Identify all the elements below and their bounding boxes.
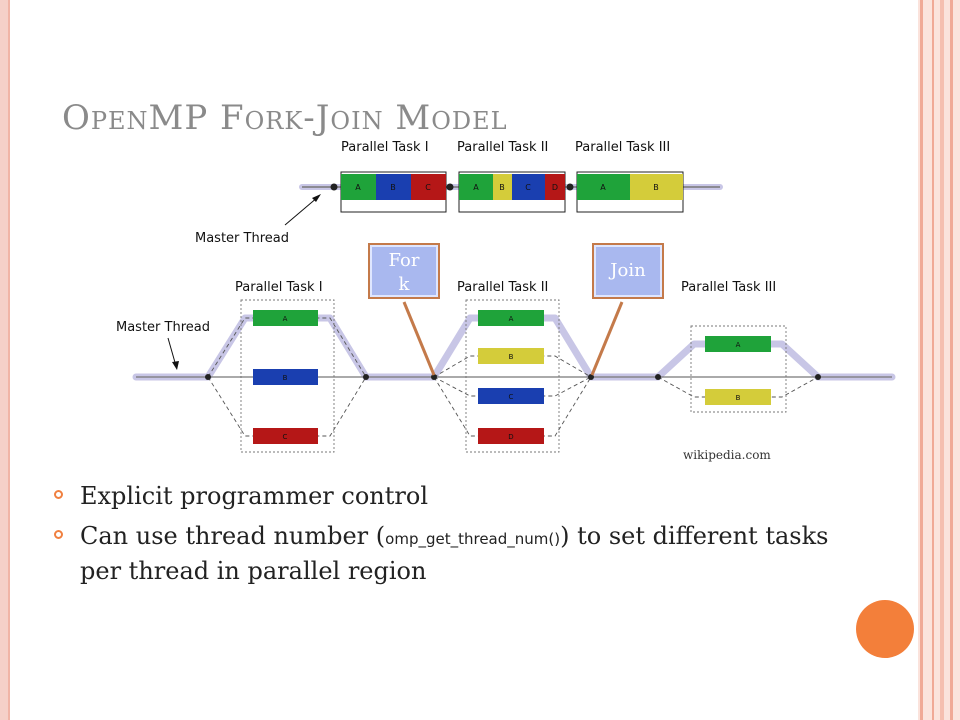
bullet-text: ) to set different tasks per thread in p…: [80, 522, 829, 585]
bottom-task2-label: A: [509, 315, 514, 323]
dashed-path-t1a: [207, 317, 367, 378]
top-master-thread-label: Master Thread: [195, 231, 289, 246]
top-task2-block: [493, 174, 512, 200]
dashed-path-t1c: [207, 376, 367, 437]
top-task3-block: [577, 174, 630, 200]
top-task1-block: [411, 174, 446, 200]
top-task3-block: [630, 174, 683, 200]
top-task-header: Parallel Task III: [575, 140, 670, 155]
bottom-thread-node: [815, 374, 821, 380]
top-diagram: A B C A B C D A B Parallel Task I Parall…: [195, 140, 723, 246]
bottom-thread-node: [205, 374, 211, 380]
top-task1-label: C: [425, 183, 431, 192]
bullet-icon: [54, 490, 63, 499]
bottom-master-thread-label: Master Thread: [116, 320, 210, 335]
bottom-task2-block: [478, 388, 544, 404]
bottom-task1-block: [253, 310, 318, 326]
bottom-task2-label: D: [508, 433, 513, 441]
slide-title: OpenMP Fork-Join Model: [62, 98, 508, 138]
bullet-item: Explicit programmer control: [50, 480, 850, 512]
bottom-task1-label: A: [283, 315, 288, 323]
bottom-task2-block: [478, 310, 544, 326]
left-frame-line: [8, 0, 10, 720]
top-task2-block: [512, 174, 545, 200]
bottom-task1-block: [253, 369, 318, 385]
top-task1-block: [376, 174, 411, 200]
top-thread-node: [446, 183, 454, 191]
bullet-list: Explicit programmer control Can use thre…: [50, 480, 850, 595]
bottom-task3-block: [705, 389, 771, 405]
bottom-task3-label: A: [736, 341, 741, 349]
right-frame-stripes: [918, 0, 960, 720]
top-task2-block: [459, 174, 493, 200]
top-master-arrow-line: [284, 196, 319, 226]
bottom-task1-box: [240, 299, 335, 453]
bottom-task-header: Parallel Task III: [681, 280, 776, 295]
bottom-task1-label: B: [283, 374, 288, 382]
top-master-arrow-head: [312, 194, 321, 202]
top-task2-label: D: [552, 183, 558, 192]
top-task2-label: B: [499, 183, 505, 192]
bottom-diagram: A B C A B C D A B Parallel Task I Parall…: [116, 280, 896, 453]
bottom-task3-label: B: [736, 394, 741, 402]
bottom-task2-block: [478, 348, 544, 364]
bullet-text: Explicit programmer control: [80, 482, 428, 510]
bottom-master-thread-path: [132, 314, 896, 381]
top-task3-label: A: [600, 183, 606, 192]
bottom-thread-node: [655, 374, 661, 380]
bottom-task-header: Parallel Task II: [457, 280, 548, 295]
bottom-master-arrow-line: [167, 337, 177, 367]
bullet-item: Can use thread number (omp_get_thread_nu…: [50, 520, 850, 587]
top-task-header: Parallel Task II: [457, 140, 548, 155]
top-task3-label: B: [653, 183, 659, 192]
bottom-thread-node: [431, 374, 437, 380]
bottom-task3-box: [690, 325, 787, 413]
top-task1-label: B: [390, 183, 396, 192]
join-pointer: [590, 301, 624, 376]
bullet-text: Can use thread number (: [80, 522, 386, 550]
bottom-task2-label: C: [509, 393, 514, 401]
bottom-master-arrow-head: [172, 361, 179, 370]
bottom-task1-block: [253, 428, 318, 444]
bottom-task-header: Parallel Task I: [235, 280, 323, 295]
join-callout: Join: [592, 243, 664, 299]
left-frame-bar: [0, 0, 8, 720]
top-task2-label: A: [473, 183, 479, 192]
bottom-thread-node: [363, 374, 369, 380]
dashed-path-t2d: [433, 376, 592, 437]
bottom-task1-label: C: [283, 433, 288, 441]
top-task2-block: [545, 174, 565, 200]
top-task-header: Parallel Task I: [341, 140, 429, 155]
top-thread-node: [566, 183, 574, 191]
fork-pointer: [402, 301, 436, 376]
top-task1-label: A: [355, 183, 361, 192]
decorative-circle: [856, 600, 914, 658]
top-task2-label: C: [525, 183, 531, 192]
bottom-task2-block: [478, 428, 544, 444]
bottom-thread-node: [588, 374, 594, 380]
top-task1-block: [341, 174, 376, 200]
bottom-task2-label: B: [509, 353, 514, 361]
join-callout-label: Join: [610, 260, 646, 281]
bullet-code: omp_get_thread_num(): [385, 530, 561, 548]
fork-callout-label: For k: [388, 250, 420, 295]
top-thread-node: [330, 183, 338, 191]
bullet-icon: [54, 530, 63, 539]
source-credit: wikipedia.com: [683, 448, 771, 462]
bottom-task2-box: [465, 299, 560, 453]
fork-callout: For k: [368, 243, 440, 299]
bottom-task3-block: [705, 336, 771, 352]
